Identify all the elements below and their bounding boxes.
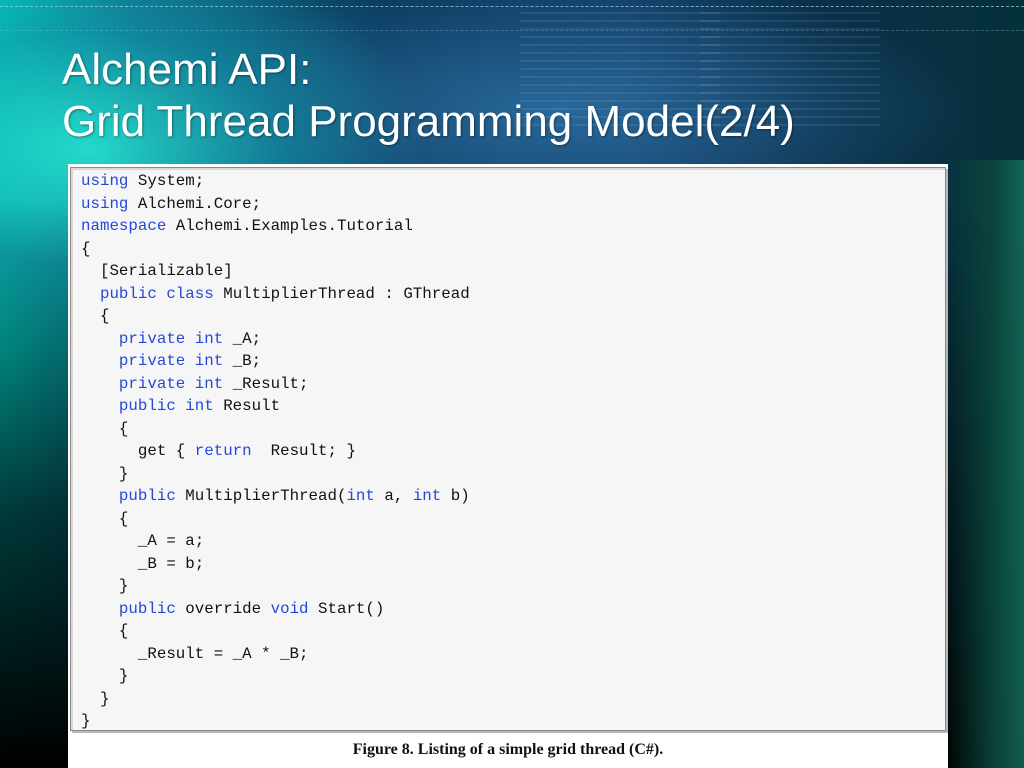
code-line: namespace Alchemi.Examples.Tutorial [81, 215, 470, 238]
code-line: public int Result [81, 395, 470, 418]
code-text: { [81, 307, 110, 325]
code-text: [Serializable] [81, 262, 233, 280]
code-text: _B; [223, 352, 262, 370]
code-text: _Result; [223, 374, 309, 393]
code-keyword: private int [118, 329, 224, 348]
code-text: { [81, 509, 129, 528]
code-keyword: private int [118, 374, 224, 393]
code-text: } [81, 712, 91, 730]
code-keyword: public class [99, 284, 214, 303]
slide-background-glow [944, 160, 1024, 768]
code-text [81, 487, 119, 505]
code-keyword: public [118, 487, 176, 505]
code-text: get { [81, 442, 195, 460]
figure-image: using System;using Alchemi.Core;namespac… [68, 164, 948, 768]
code-keyword: using [81, 194, 129, 213]
code-text: Result [213, 397, 281, 415]
code-text: _A; [223, 329, 262, 348]
code-text: { [81, 419, 129, 438]
code-line: } [81, 710, 470, 733]
code-line: { [81, 305, 470, 328]
code-text: Result; } [251, 442, 356, 460]
code-text [81, 352, 119, 370]
decorative-dashed-line [0, 30, 1024, 31]
code-line: public MultiplierThread(int a, int b) [81, 485, 470, 508]
code-text: System; [128, 172, 205, 190]
code-text: { [81, 622, 129, 640]
code-text: Start() [308, 599, 385, 618]
code-line: using System; [81, 170, 470, 193]
decorative-text-texture [700, 12, 880, 132]
code-text [81, 397, 119, 415]
code-line: } [81, 463, 470, 486]
code-line: { [81, 508, 470, 531]
code-text: _Result = _A * _B; [81, 644, 309, 663]
code-line: using Alchemi.Core; [81, 193, 470, 216]
code-listing-box: using System;using Alchemi.Core;namespac… [70, 167, 946, 731]
code-text: Alchemi.Examples.Tutorial [166, 217, 413, 235]
code-line: public class MultiplierThread : GThread [81, 283, 470, 306]
code-text: _B = b; [81, 554, 205, 573]
code-line: _B = b; [81, 553, 470, 576]
code-keyword: using [81, 172, 129, 190]
code-text: } [81, 464, 129, 483]
code-line: get { return Result; } [81, 440, 470, 463]
code-line: private int _A; [81, 328, 470, 351]
code-text [81, 375, 119, 393]
code-text: } [81, 667, 129, 685]
code-line: } [81, 575, 470, 598]
code-keyword: namespace [81, 217, 167, 235]
code-line: public override void Start() [81, 598, 470, 621]
code-line: _A = a; [81, 530, 470, 553]
slide-title-line-1: Alchemi API: [62, 45, 312, 94]
code-line: _Result = _A * _B; [81, 643, 470, 666]
code-line: { [81, 418, 470, 441]
code-text: } [81, 577, 129, 595]
code-text: { [81, 239, 91, 258]
code-line: { [81, 620, 470, 643]
code-line: private int _B; [81, 350, 470, 373]
code-line: } [81, 688, 470, 711]
code-text: MultiplierThread( [175, 487, 347, 505]
slide-title-line-2: Grid Thread Programming Model(2/4) [62, 97, 795, 146]
code-line: private int _Result; [81, 373, 470, 396]
figure-caption: Figure 8. Listing of a simple grid threa… [352, 741, 664, 758]
code-text: Alchemi.Core; [128, 194, 262, 213]
code-text: _A = a; [81, 532, 205, 550]
code-keyword: return [194, 442, 252, 460]
slide-title: Alchemi API: Grid Thread Programming Mod… [62, 44, 795, 148]
code-text: } [81, 689, 110, 708]
code-text: override [175, 599, 271, 618]
decorative-text-texture [520, 12, 720, 132]
code-text: b) [441, 487, 470, 505]
code-line: { [81, 238, 470, 261]
code-text: MultiplierThread : GThread [213, 284, 470, 303]
code-keyword: int [346, 487, 375, 505]
decorative-dashed-line [0, 6, 1024, 7]
code-keyword: void [270, 599, 309, 618]
code-text [81, 285, 100, 303]
code-keyword: private int [118, 352, 224, 370]
code-line: [Serializable] [81, 260, 470, 283]
code-text [81, 330, 119, 348]
code-keyword: public [118, 599, 176, 618]
code-text [81, 600, 119, 618]
code-keyword: public int [118, 397, 214, 415]
code-text: a, [374, 487, 413, 505]
code-listing: using System;using Alchemi.Core;namespac… [81, 170, 470, 733]
code-line: } [81, 665, 470, 688]
code-keyword: int [412, 487, 442, 505]
